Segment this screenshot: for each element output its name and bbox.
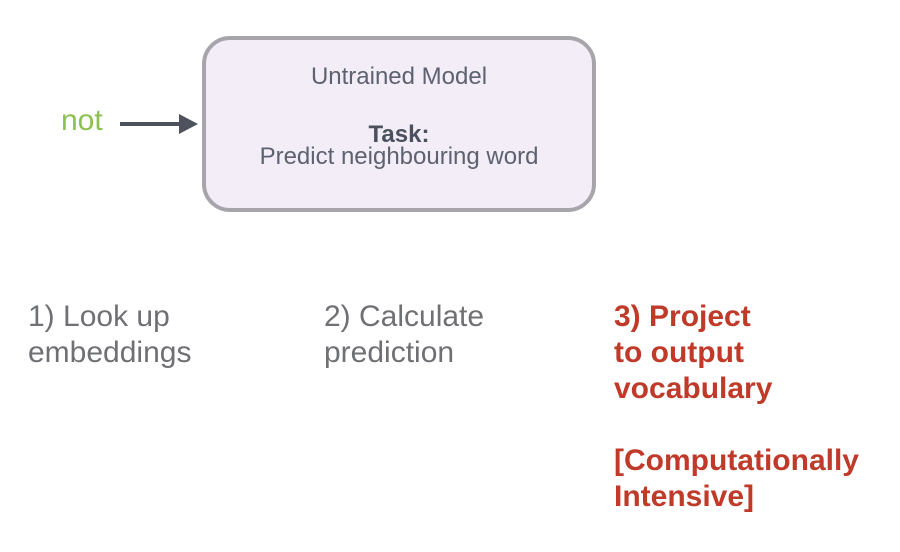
input-word-label: not <box>61 104 103 137</box>
right-arrow-icon <box>117 111 201 137</box>
model-title: Untrained Model <box>310 63 488 90</box>
task-label: Task: <box>368 121 430 148</box>
step-3-project-to-output-vocabulary: 3) Project to output vocabulary [Computa… <box>614 300 859 513</box>
step-1-lookup-embeddings: 1) Look up embeddings <box>28 300 192 369</box>
task-description: Predict neighbouring word <box>259 143 539 170</box>
model-box: Untrained Model Task: Predict neighbouri… <box>202 36 596 212</box>
step-2-calculate-prediction: 2) Calculate prediction <box>324 300 485 369</box>
